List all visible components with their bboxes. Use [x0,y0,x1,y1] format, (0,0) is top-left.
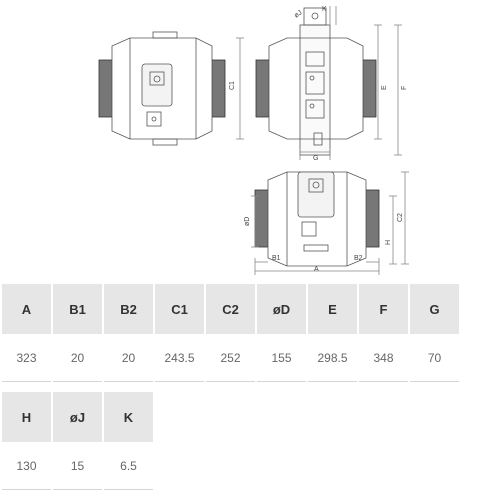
top-view [251,171,409,275]
label-d: øD [244,217,251,226]
value-c2: 252 [206,334,255,382]
side-view [255,6,402,160]
header-g: G [410,284,459,334]
value-d: 155 [257,334,306,382]
header-f: F [359,284,408,334]
front-view [98,31,244,146]
label-c2: C2 [397,213,404,222]
label-f: F [401,86,408,90]
header-a: A [2,284,51,334]
label-c1: C1 [229,81,236,90]
header-e: E [308,284,357,334]
table-header-row: A B1 B2 C1 C2 øD E F G [2,284,459,334]
value-b1: 20 [53,334,102,382]
value-k: 6.5 [104,442,153,490]
header-j: øJ [53,392,102,442]
value-e: 298.5 [308,334,357,382]
label-e: E [381,85,388,90]
header-h: H [2,392,51,442]
label-b2: B2 [354,255,363,262]
header-c1: C1 [155,284,204,334]
value-a: 323 [2,334,51,382]
value-f: 348 [359,334,408,382]
header-c2: C2 [206,284,255,334]
label-b1: B1 [272,255,281,262]
label-h: H [385,240,392,245]
value-h: 130 [2,442,51,490]
technical-drawing: C1 E F G K øJ øD C2 H B1 B2 A [98,6,409,275]
header-b2: B2 [104,284,153,334]
dimension-table-1: A B1 B2 C1 C2 øD E F G 323 20 20 243.5 2… [0,284,461,382]
label-g: G [313,155,318,162]
label-k: K [322,6,327,13]
header-k: K [104,392,153,442]
value-g: 70 [410,334,459,382]
dimension-table-2: H øJ K 130 15 6.5 [0,392,155,490]
value-b2: 20 [104,334,153,382]
label-a: A [314,266,319,273]
value-j: 15 [53,442,102,490]
value-c1: 243.5 [155,334,204,382]
header-d: øD [257,284,306,334]
header-b1: B1 [53,284,102,334]
table-value-row: 323 20 20 243.5 252 155 298.5 348 70 [2,334,459,382]
table-header-row: H øJ K [2,392,153,442]
label-j: øJ [293,9,303,19]
table-value-row: 130 15 6.5 [2,442,153,490]
